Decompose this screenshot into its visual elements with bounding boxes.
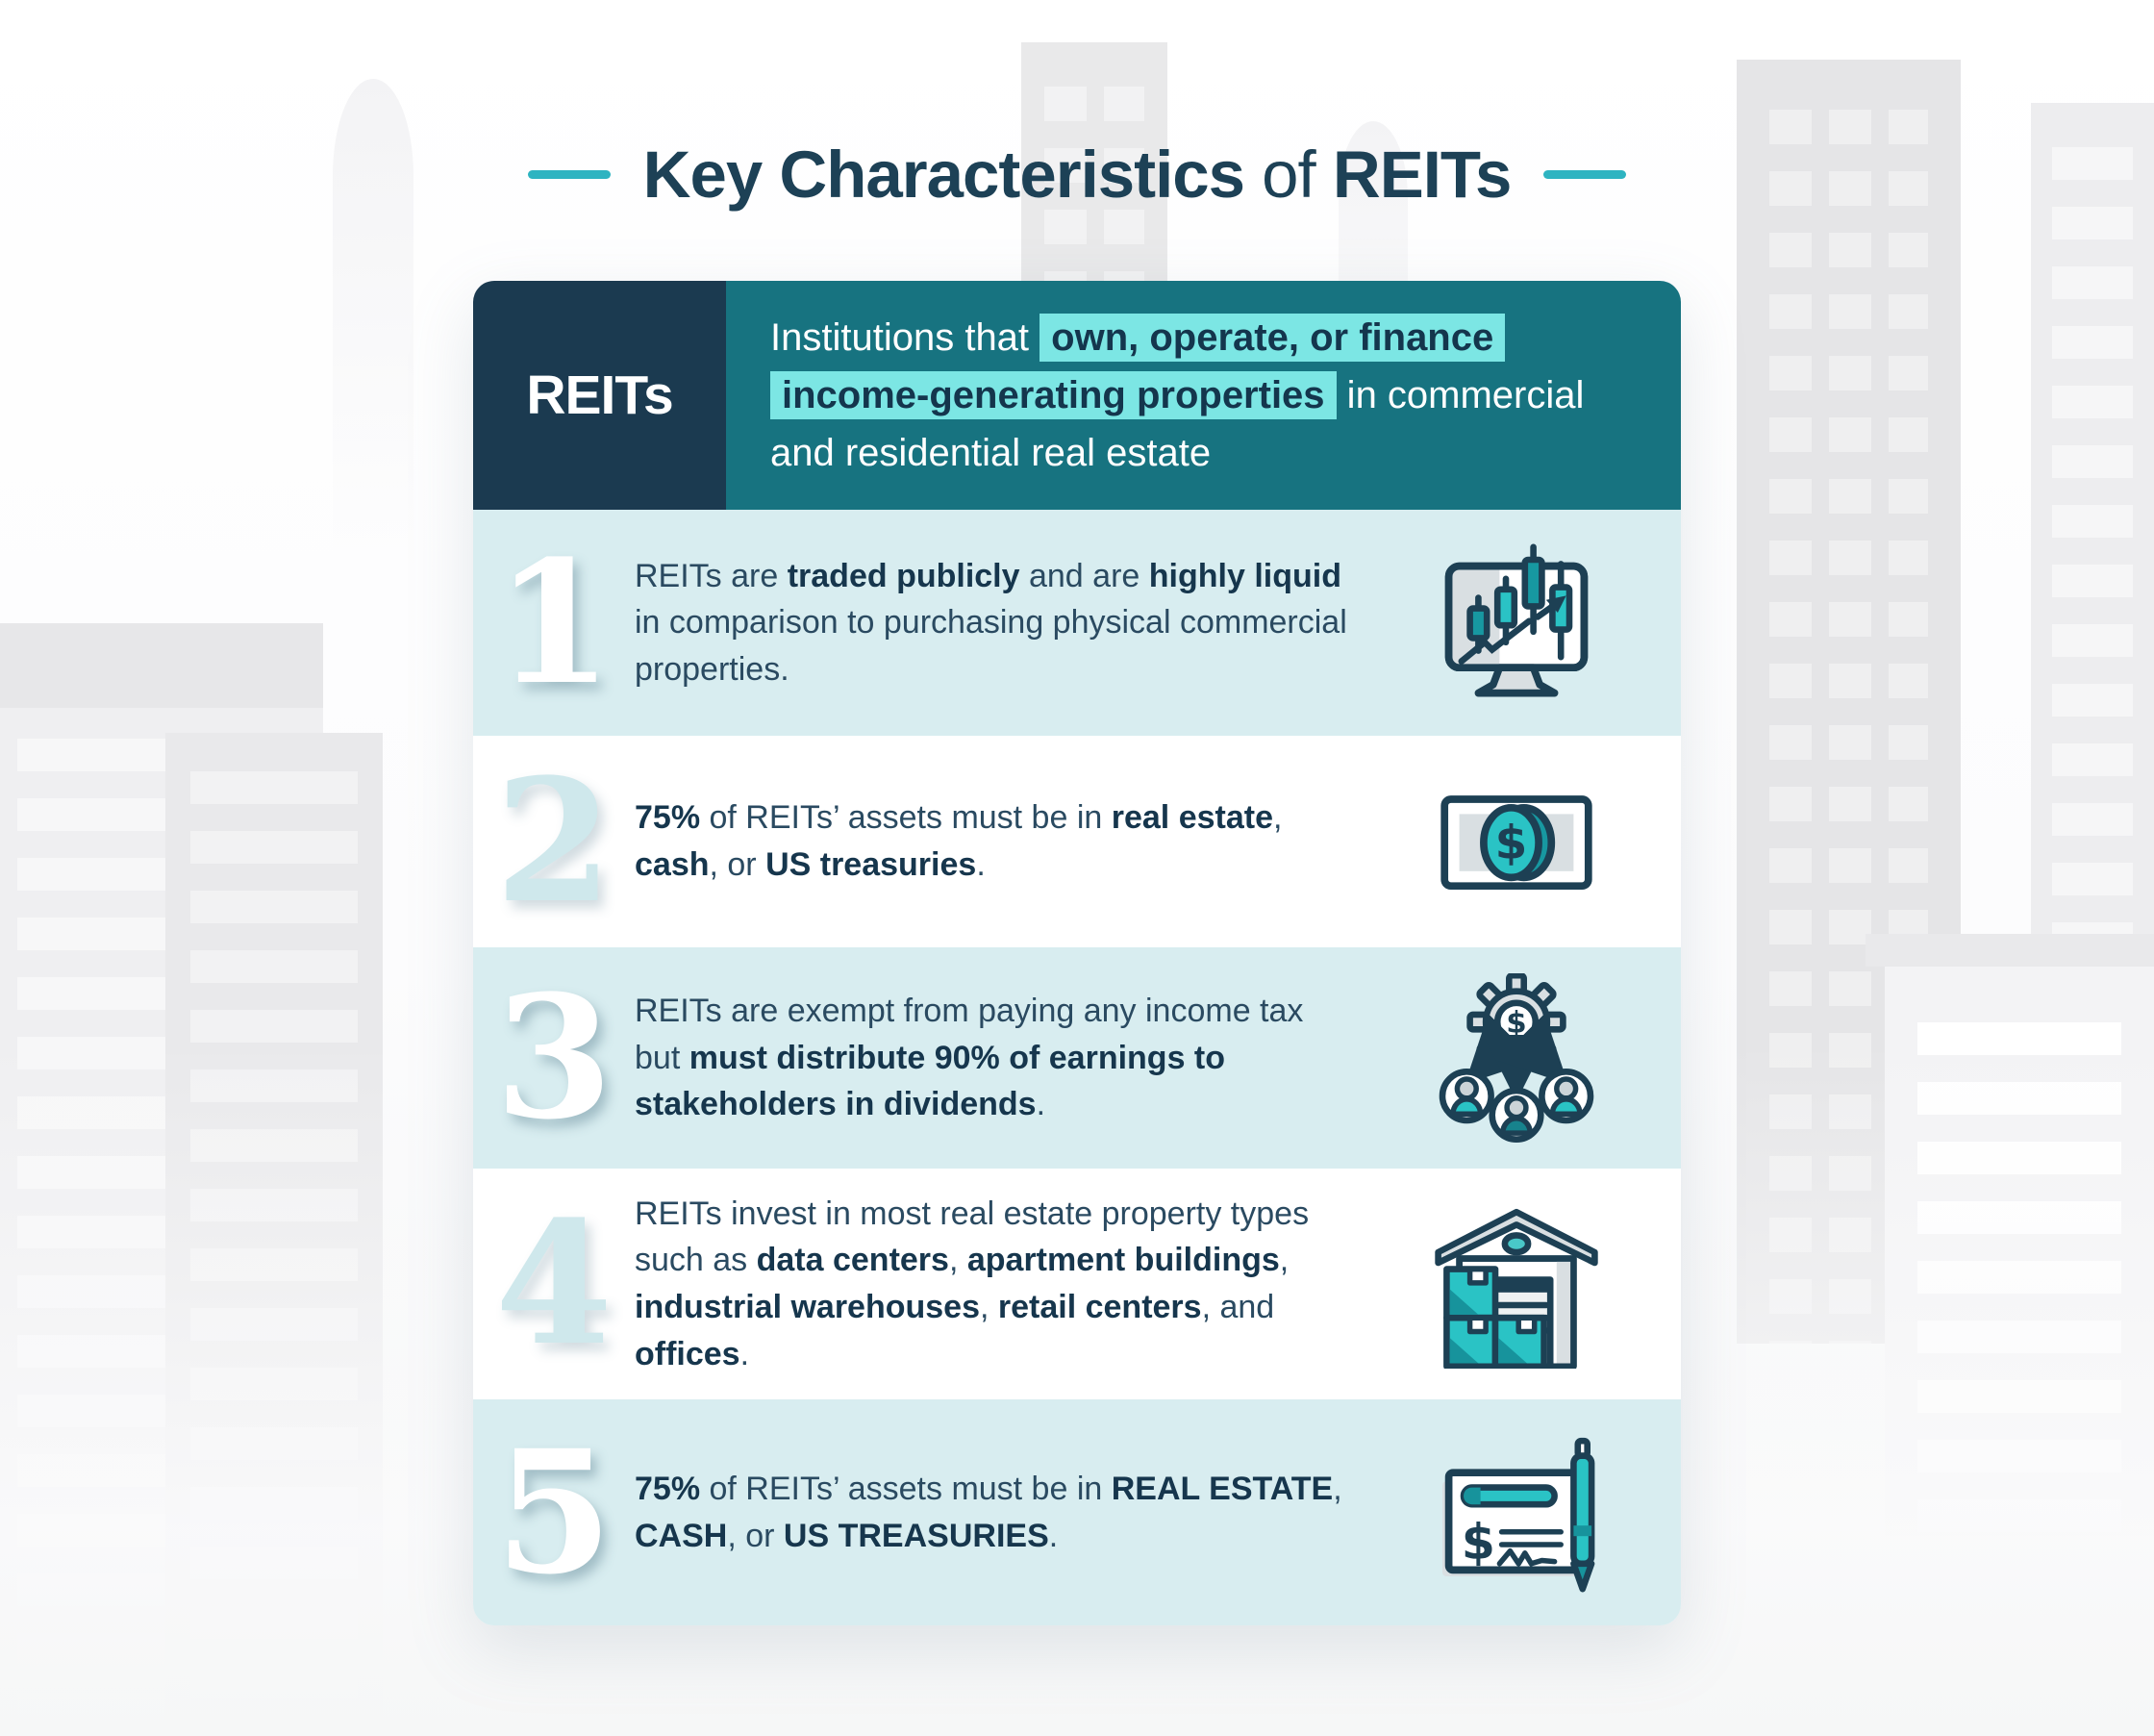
stock-chart-monitor-icon <box>1351 539 1681 708</box>
characteristic-row-3: 3 REITs are exempt from paying any incom… <box>473 947 1681 1169</box>
building-silhouette <box>165 733 383 1736</box>
row-text: 75% of REITs’ assets must be in REAL EST… <box>635 1470 1342 1554</box>
row-number: 5 <box>494 1412 614 1612</box>
svg-text:$: $ <box>1461 1513 1494 1570</box>
page-title: Key Characteristics of REITs <box>642 138 1513 212</box>
characteristic-row-5: 5 75% of REITs’ assets must be in REAL E… <box>473 1399 1681 1625</box>
cash-bill-icon: $ <box>1351 757 1681 926</box>
characteristic-row-2: 2 75% of REITs’ assets must be in real e… <box>473 736 1681 947</box>
row-text: 75% of REITs’ assets must be in real est… <box>635 799 1283 883</box>
title-row: Key Characteristics of REITs <box>0 137 2154 213</box>
row-text: REITs are traded publicly and are highly… <box>635 557 1347 688</box>
row-number: 4 <box>494 1184 614 1383</box>
row-number: 2 <box>494 742 614 941</box>
characteristic-row-1: 1 REITs are traded publicly and are high… <box>473 510 1681 736</box>
dividend-distribution-icon: $ <box>1351 973 1681 1143</box>
definition-header: REITs Institutions that own, operate, or… <box>473 281 1681 510</box>
signed-check-icon: $ <box>1351 1428 1681 1598</box>
reits-label: REITs <box>473 281 726 510</box>
reits-definition: Institutions that own, operate, or finan… <box>726 281 1681 510</box>
characteristic-row-4: 4 REITs invest in most real estate prope… <box>473 1169 1681 1399</box>
warehouse-icon <box>1351 1199 1681 1369</box>
reit-infographic-card: REITs Institutions that own, operate, or… <box>473 281 1681 1625</box>
svg-text:$: $ <box>1494 817 1527 870</box>
building-silhouette <box>1866 934 2154 1536</box>
title-dash-right <box>1543 170 1627 179</box>
row-text: REITs are exempt from paying any income … <box>635 993 1304 1123</box>
reits-definition-text: Institutions that own, operate, or finan… <box>770 309 1637 482</box>
row-number: 1 <box>494 522 614 722</box>
row-text: REITs invest in most real estate propert… <box>635 1195 1310 1372</box>
title-dash-left <box>527 170 611 179</box>
svg-text:$: $ <box>1506 1006 1526 1041</box>
row-number: 3 <box>494 958 614 1157</box>
